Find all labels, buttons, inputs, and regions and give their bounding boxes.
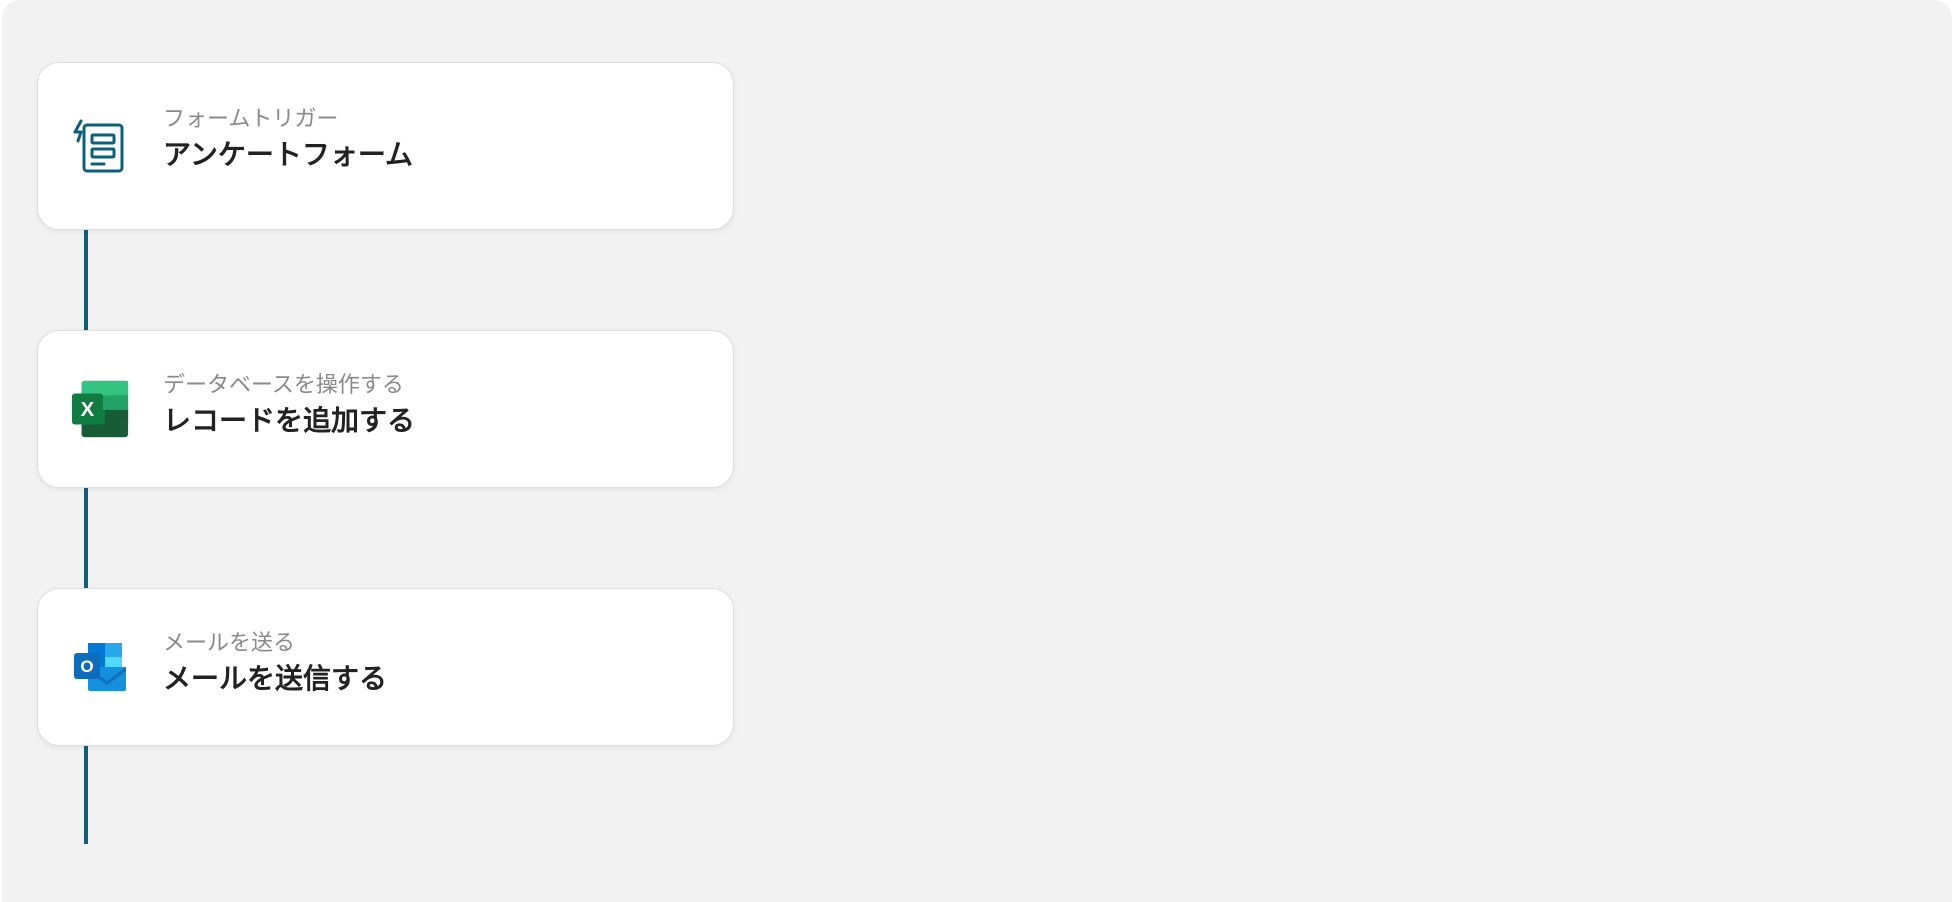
- step-title: メールを送信する: [163, 662, 388, 695]
- flow-step-outlook[interactable]: O メールを送る メールを送信する: [37, 588, 734, 746]
- step-category: メールを送る: [163, 631, 296, 656]
- outlook-icon-letter: O: [80, 657, 93, 676]
- flow-connector: [84, 488, 88, 588]
- flow-connector: [84, 230, 88, 330]
- step-title: レコードを追加する: [163, 404, 416, 437]
- flow-connector: [84, 746, 88, 844]
- excel-icon: X: [70, 379, 130, 439]
- excel-icon-letter: X: [81, 399, 95, 421]
- flow-step-excel[interactable]: X データベースを操作する レコードを追加する: [37, 330, 734, 488]
- form-trigger-icon: [70, 117, 130, 177]
- flow-step-form-trigger[interactable]: フォームトリガー アンケートフォーム: [37, 62, 734, 230]
- step-title: アンケートフォーム: [163, 138, 414, 171]
- outlook-icon: O: [70, 637, 130, 697]
- step-category: データベースを操作する: [163, 373, 404, 398]
- step-category: フォームトリガー: [163, 107, 339, 132]
